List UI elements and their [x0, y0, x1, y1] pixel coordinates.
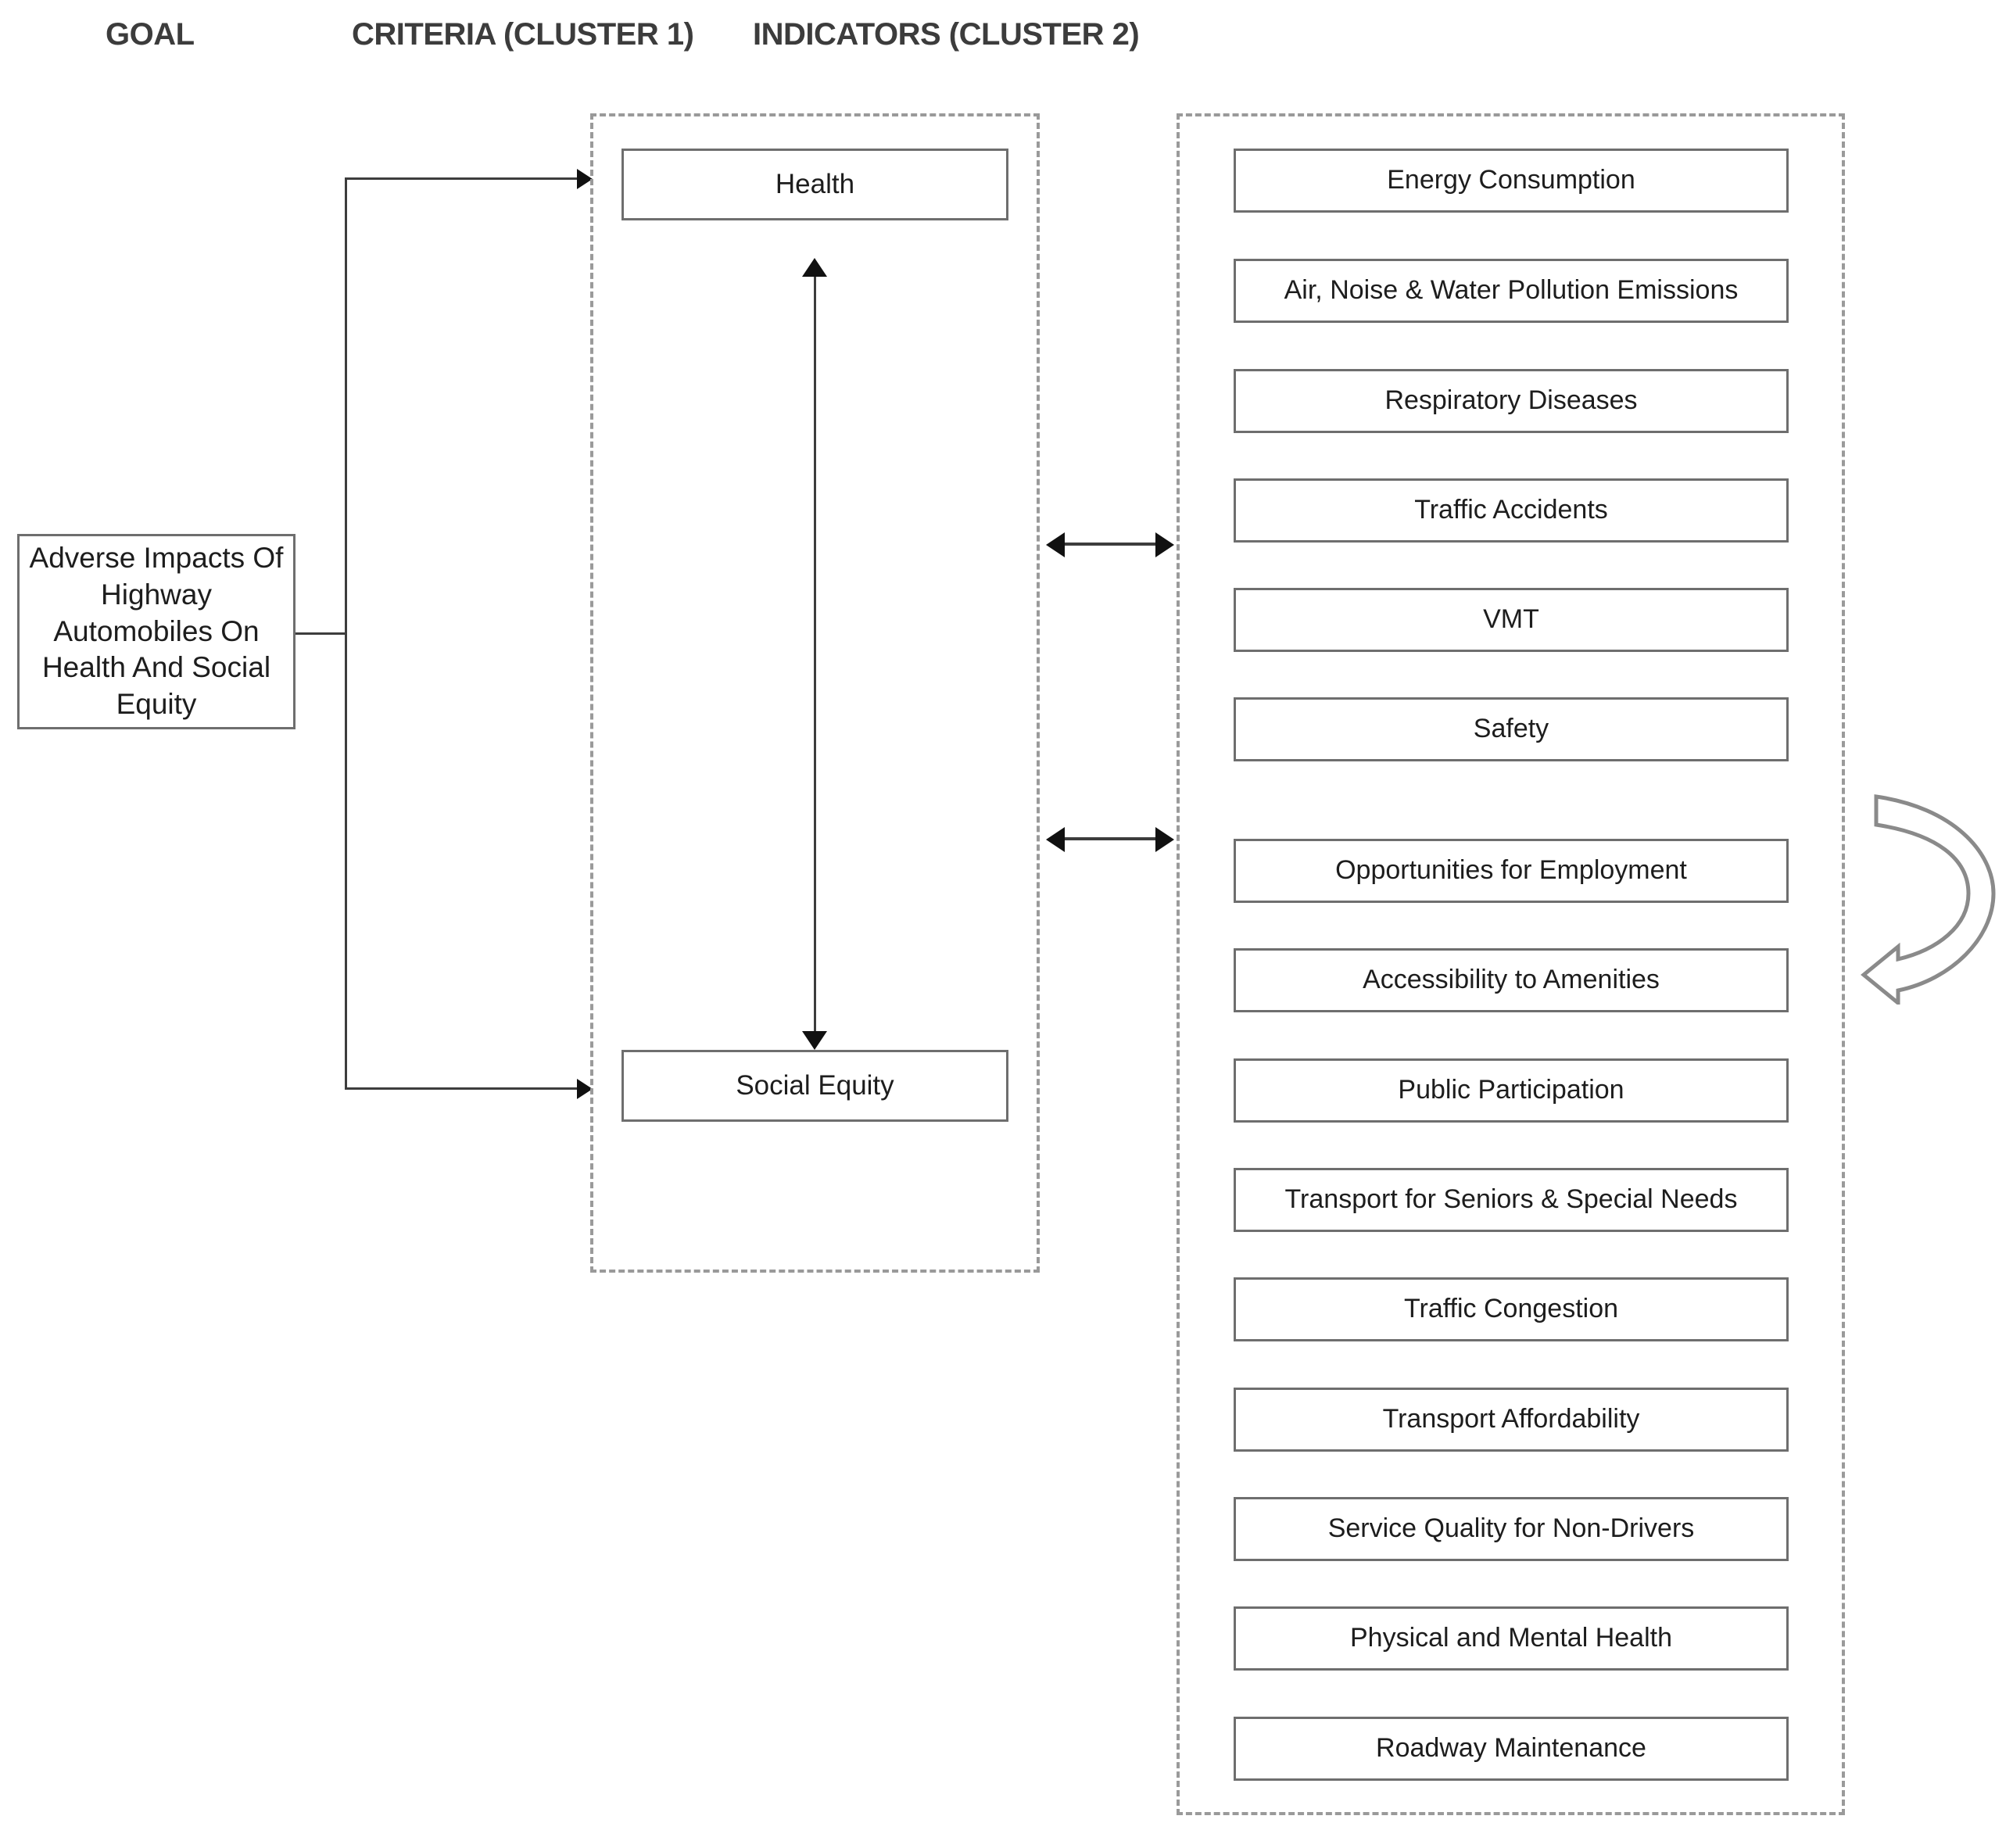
indicator-label: Accessibility to Amenities — [1363, 965, 1660, 995]
indicator-box-transport-affordability[interactable]: Transport Affordability — [1234, 1388, 1789, 1452]
dependency-arrowhead-down-icon — [802, 1031, 827, 1050]
goal-to-social-equity-arrowhead-icon — [577, 1079, 593, 1099]
indicator-label: Service Quality for Non-Drivers — [1327, 1513, 1695, 1544]
indicator-label: Energy Consumption — [1387, 165, 1635, 195]
indicator-box-traffic-congestion[interactable]: Traffic Congestion — [1234, 1277, 1789, 1341]
indicator-label: Transport Affordability — [1382, 1404, 1640, 1434]
dependency-arrowhead-up-icon — [802, 258, 827, 277]
indicator-box-accessibility-to-amenities[interactable]: Accessibility to Amenities — [1234, 948, 1789, 1012]
indicator-box-public-participation[interactable]: Public Participation — [1234, 1058, 1789, 1123]
indicator-label: Opportunities for Employment — [1335, 855, 1687, 886]
goal-connector-stub — [296, 632, 347, 635]
equity-to-indicators-arrowhead-left-icon — [1046, 827, 1065, 852]
goal-box[interactable]: Adverse Impacts Of Highway Automobiles O… — [17, 534, 296, 729]
health-to-indicators-arrowhead-left-icon — [1046, 532, 1065, 557]
column-header-indicators: INDICATORS (CLUSTER 2) — [753, 17, 1140, 52]
equity-to-indicators-line — [1060, 837, 1159, 840]
equity-to-indicators-arrowhead-right-icon — [1155, 827, 1174, 852]
indicator-label: Transport for Seniors & Special Needs — [1284, 1184, 1738, 1215]
criteria-box-health[interactable]: Health — [621, 149, 1008, 220]
criteria-cluster — [590, 113, 1040, 1273]
criteria-label-health: Health — [775, 168, 855, 199]
indicator-label: Air, Noise & Water Pollution Emissions — [1284, 275, 1739, 306]
indicator-box-safety[interactable]: Safety — [1234, 697, 1789, 761]
indicator-box-physical-and-mental-health[interactable]: Physical and Mental Health — [1234, 1606, 1789, 1671]
goal-to-health-arrowhead-icon — [577, 169, 593, 189]
indicator-label: Public Participation — [1398, 1075, 1624, 1105]
indicator-box-air-noise-water-pollution-emissions[interactable]: Air, Noise & Water Pollution Emissions — [1234, 259, 1789, 323]
indicator-box-service-quality-for-non-drivers[interactable]: Service Quality for Non-Drivers — [1234, 1497, 1789, 1561]
goal-to-social-equity-line — [345, 1087, 579, 1090]
goal-to-health-line — [345, 177, 579, 180]
feedback-loop-arrow-icon — [1861, 794, 1996, 1005]
indicator-box-roadway-maintenance[interactable]: Roadway Maintenance — [1234, 1717, 1789, 1781]
indicator-box-respiratory-diseases[interactable]: Respiratory Diseases — [1234, 369, 1789, 433]
health-to-indicators-arrowhead-right-icon — [1155, 532, 1174, 557]
indicator-box-traffic-accidents[interactable]: Traffic Accidents — [1234, 478, 1789, 543]
indicator-label: Respiratory Diseases — [1384, 385, 1638, 416]
indicator-label: VMT — [1483, 604, 1539, 635]
health-to-indicators-line — [1060, 543, 1159, 546]
indicator-box-opportunities-for-employment[interactable]: Opportunities for Employment — [1234, 839, 1789, 903]
indicator-label: Traffic Congestion — [1403, 1294, 1619, 1324]
indicator-label: Traffic Accidents — [1414, 495, 1608, 525]
goal-label: Adverse Impacts Of Highway Automobiles O… — [29, 541, 284, 721]
indicator-label: Roadway Maintenance — [1376, 1733, 1646, 1764]
indicators-cluster — [1177, 113, 1845, 1815]
goal-connector-trunk — [345, 177, 347, 1090]
health-equity-dependency-line — [814, 266, 816, 1048]
indicator-label: Safety — [1473, 714, 1549, 744]
indicator-box-vmt[interactable]: VMT — [1234, 588, 1789, 652]
indicator-box-energy-consumption[interactable]: Energy Consumption — [1234, 149, 1789, 213]
indicator-box-transport-for-seniors-special-needs[interactable]: Transport for Seniors & Special Needs — [1234, 1168, 1789, 1232]
column-header-goal: GOAL — [106, 17, 195, 52]
column-header-criteria: CRITERIA (CLUSTER 1) — [352, 17, 694, 52]
indicator-label: Physical and Mental Health — [1349, 1623, 1672, 1653]
criteria-box-social-equity[interactable]: Social Equity — [621, 1050, 1008, 1122]
criteria-label-social-equity: Social Equity — [736, 1069, 894, 1101]
